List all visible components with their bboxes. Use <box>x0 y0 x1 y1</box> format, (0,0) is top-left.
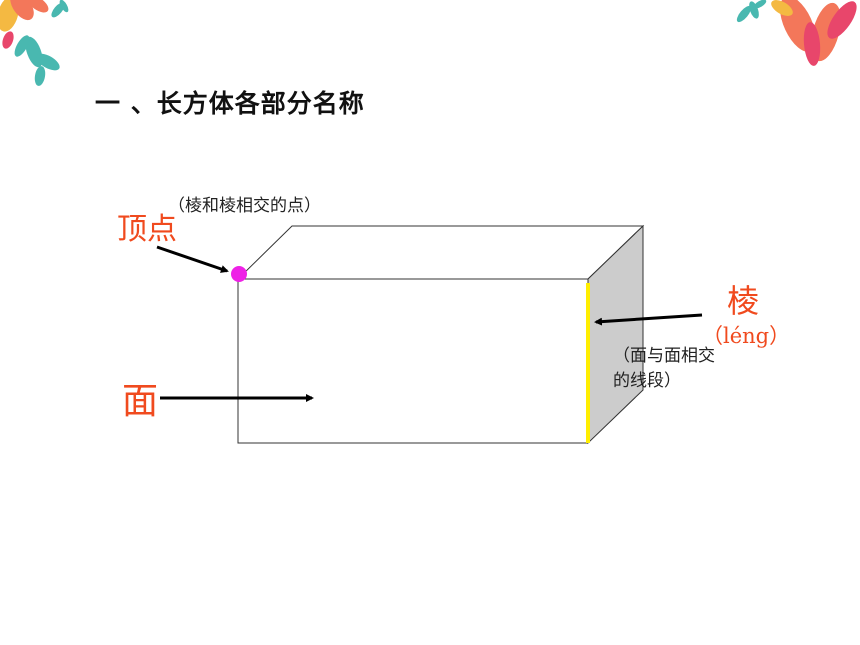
cuboid-front-face <box>237 278 589 444</box>
face-label: 面 <box>122 381 159 422</box>
leaf-decoration-top-right <box>736 0 857 66</box>
vertex-arrow <box>156 245 229 273</box>
edge-note: （面与面相交的线段） <box>613 346 715 391</box>
slide-title: 一 、长方体各部分名称 <box>95 89 365 118</box>
vertex-dot <box>231 266 247 282</box>
cuboid-top-face <box>236 225 645 280</box>
edge-arrow <box>594 313 703 326</box>
vertex-label: 顶点 <box>117 212 177 247</box>
leaf-decoration-top-left <box>0 0 69 86</box>
edge-pinyin: （léng） <box>702 324 791 348</box>
edge-label: 棱 <box>727 282 760 320</box>
vertex-note: （棱和棱相交的点） <box>168 196 321 216</box>
